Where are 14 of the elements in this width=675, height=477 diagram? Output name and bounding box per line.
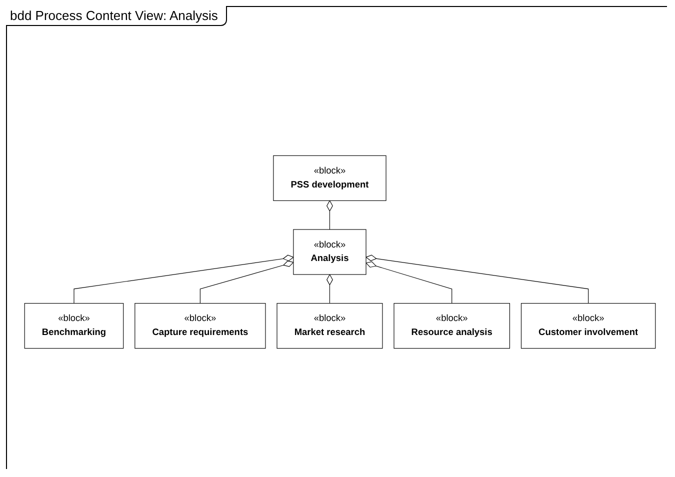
block-box: «block» Resource analysis bbox=[394, 303, 510, 349]
block-box: «block» Benchmarking bbox=[24, 303, 124, 349]
aggregation-line bbox=[326, 274, 333, 304]
aggregation-line bbox=[326, 200, 333, 230]
block-box: «block» Customer involvement bbox=[520, 303, 656, 349]
diagram-title: bdd Process Content View: Analysis bbox=[6, 6, 227, 26]
block-box: «block» PSS development bbox=[273, 155, 386, 201]
block-box: «block» Analysis bbox=[293, 229, 366, 275]
block-box: «block» Capture requirements bbox=[134, 303, 266, 349]
aggregation-line bbox=[366, 254, 589, 304]
aggregation-line bbox=[366, 261, 452, 304]
aggregation-line bbox=[200, 260, 294, 304]
block-box: «block» Market research bbox=[276, 303, 383, 349]
aggregation-line bbox=[74, 254, 294, 304]
